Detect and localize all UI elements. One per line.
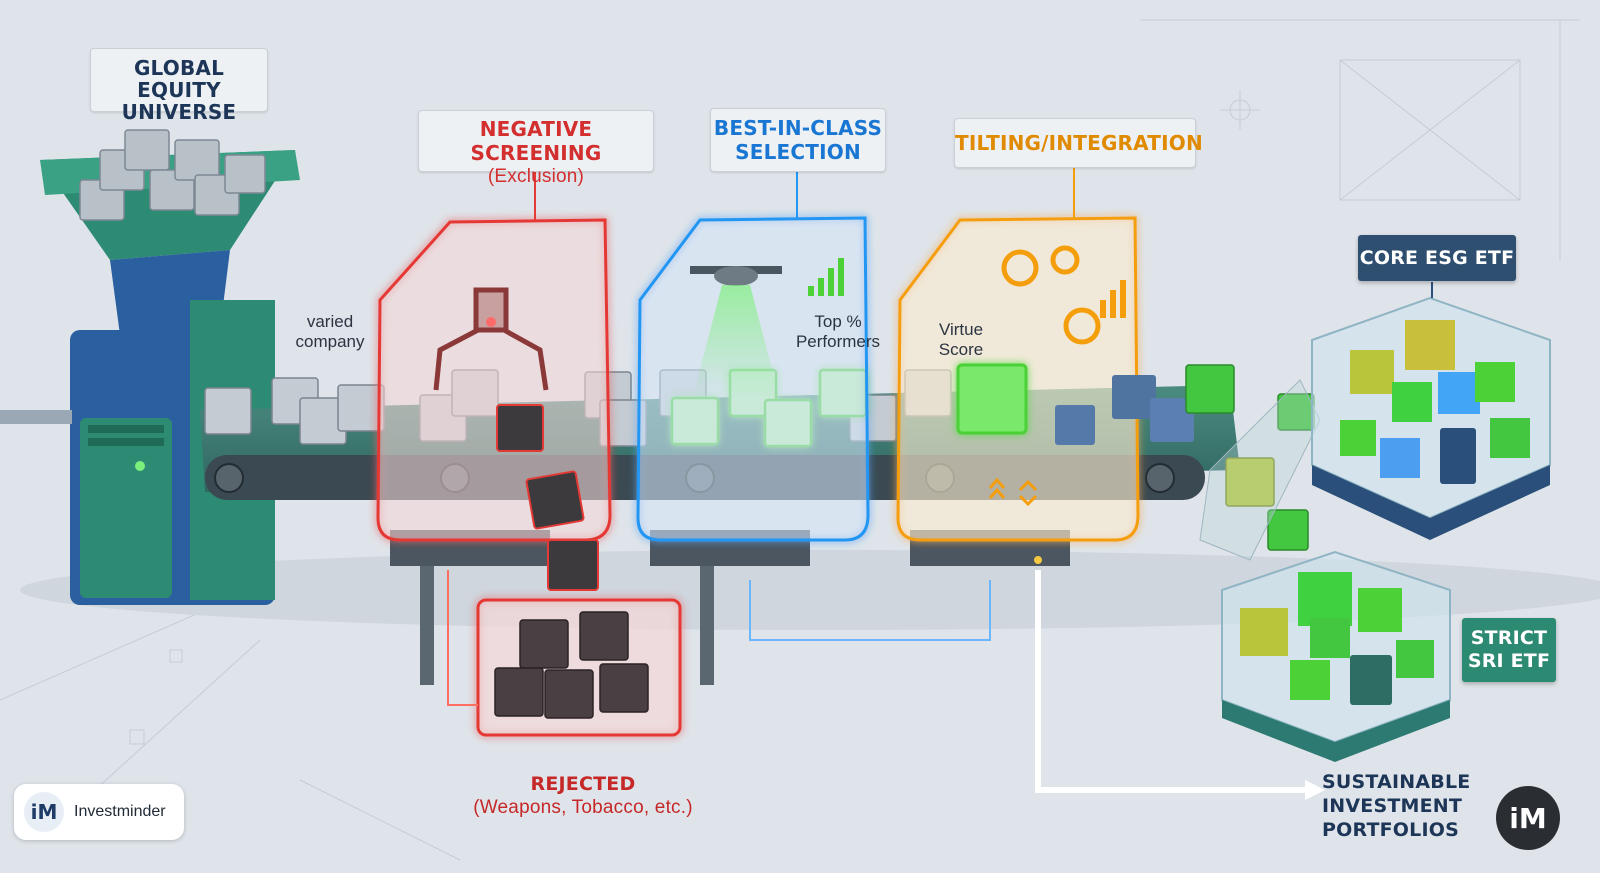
orange-chart-icon [1100, 280, 1126, 318]
negative-screening-subtitle: (Exclusion) [487, 166, 585, 187]
best-in-class-line1: BEST-IN-CLASS [713, 116, 883, 140]
gear-icons [1001, 245, 1101, 345]
rejected-subtitle: (Weapons, Tobacco, etc.) [473, 797, 693, 818]
rejected-bin-cubes [494, 611, 649, 719]
robot-claw [433, 287, 549, 391]
strict-sri-etf-label: STRICT SRI ETF [1462, 618, 1556, 682]
hand-plant-icon [1350, 655, 1392, 705]
varied-company-note: varied company [282, 312, 378, 352]
core-esg-etf-text: CORE ESG ETF [1359, 247, 1515, 269]
universe-label-line1: GLOBAL EQUITY [133, 56, 225, 102]
scanner [690, 266, 782, 400]
virtue-score-line2: Score [938, 340, 984, 359]
core-esg-etf-label: CORE ESG ETF [1358, 235, 1516, 281]
hopper-machine [0, 150, 300, 605]
best-in-class-label: BEST-IN-CLASS SELECTION [710, 108, 886, 172]
floor-shadow [20, 550, 1600, 630]
leader-lines [447, 168, 1433, 800]
top-performers-line2: Performers [795, 332, 881, 351]
varied-company-line2: company [295, 332, 365, 351]
core-esg-etf-box [1311, 296, 1551, 540]
best-in-class-line2: SELECTION [735, 140, 861, 164]
hopper-cubes [79, 129, 266, 221]
brand-badge: iM Investminder [14, 784, 184, 840]
portfolios-line1: SUSTAINABLE INVESTMENT [1322, 771, 1471, 817]
strict-sri-line1: STRICT [1470, 627, 1548, 649]
brand-logo: iM [24, 792, 64, 832]
virtue-score-note: Virtue Score [928, 320, 994, 360]
virtue-cube [956, 363, 1028, 435]
brand-name: Investminder [74, 803, 166, 820]
portfolios-line2: PORTFOLIOS [1322, 819, 1459, 841]
rejected-title: REJECTED [530, 773, 636, 795]
strict-sri-line2: SRI ETF [1467, 650, 1551, 672]
corner-logo: iM [1496, 786, 1560, 850]
output-cubes [1055, 364, 1315, 551]
shield-leaf-icon [1440, 428, 1476, 484]
tilting-label: TILTING/INTEGRATION [954, 118, 1203, 168]
bar-chart-icon [808, 258, 844, 296]
negative-screening-label: NEGATIVE SCREENING (Exclusion) [418, 110, 654, 187]
claw-light [486, 317, 496, 327]
universe-label: GLOBAL EQUITY UNIVERSE [90, 48, 268, 123]
rejected-cubes [496, 404, 599, 591]
universe-label-line2: UNIVERSE [121, 100, 237, 124]
portfolios-label: SUSTAINABLE INVESTMENT PORTFOLIOS [1322, 770, 1572, 842]
top-performers-note: Top % Performers [782, 312, 894, 352]
virtue-score-line1: Virtue [938, 320, 984, 339]
rejected-label: REJECTED (Weapons, Tobacco, etc.) [458, 772, 708, 820]
tilt-arrows-icon [988, 477, 1038, 507]
chute [1199, 379, 1321, 561]
varied-company-line1: varied [306, 312, 354, 331]
strict-sri-etf-box [1221, 550, 1451, 762]
tilting-title: TILTING/INTEGRATION [955, 131, 1203, 155]
top-performers-line1: Top % [814, 312, 862, 331]
negative-screening-title: NEGATIVE SCREENING [470, 117, 602, 165]
